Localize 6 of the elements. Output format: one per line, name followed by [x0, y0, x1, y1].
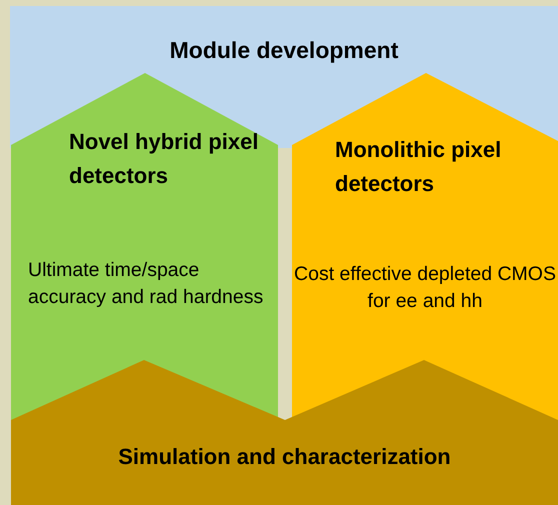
heading-text: Simulation and characterization	[117, 443, 452, 471]
description-text: Ultimate time/space accuracy and rad hardness	[28, 258, 264, 310]
heading-text: Monolithic pixel detectors	[335, 136, 502, 198]
heading-text: Novel hybrid pixel detectors	[69, 128, 260, 190]
heading-text: Module development	[168, 36, 400, 65]
description-text: Cost effective depleted CMOS for ee and hh	[293, 262, 557, 314]
